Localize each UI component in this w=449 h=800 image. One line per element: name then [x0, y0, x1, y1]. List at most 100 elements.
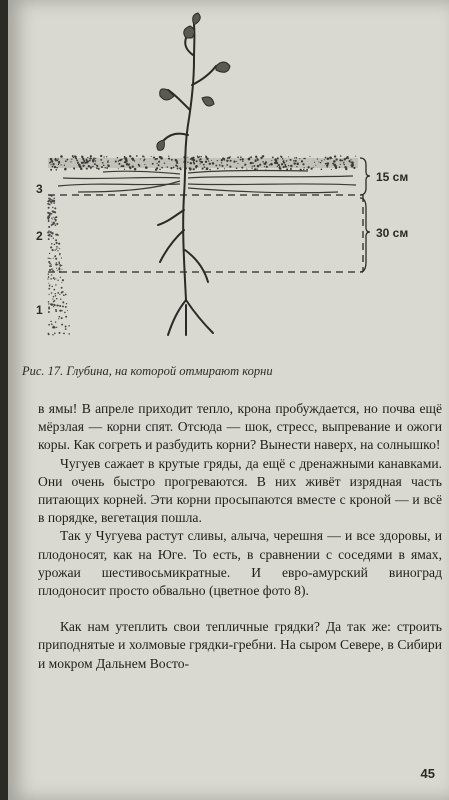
soil-speck	[121, 158, 123, 161]
soil-speck	[201, 161, 204, 164]
stipple-dot	[48, 285, 51, 287]
stipple-dot	[49, 262, 51, 265]
soil-speck	[198, 159, 201, 161]
stipple-dot	[60, 317, 63, 320]
stipple-dot	[52, 269, 54, 272]
soil-speck	[49, 157, 53, 161]
soil-speck	[339, 155, 342, 157]
soil-speck	[131, 165, 134, 168]
stipple-dot	[54, 224, 57, 227]
soil-speck	[333, 160, 336, 163]
soil-speck	[263, 166, 266, 168]
soil-speck	[324, 162, 327, 165]
soil-speck	[229, 156, 231, 158]
soil-speck	[89, 157, 92, 160]
soil-speck	[309, 155, 311, 157]
stipple-dot	[59, 309, 62, 312]
soil-speck	[251, 167, 253, 169]
soil-speck	[84, 161, 87, 164]
soil-speck	[88, 159, 91, 162]
soil-speck	[221, 164, 224, 167]
stipple-dot	[48, 307, 51, 310]
stipple-dot	[51, 232, 54, 234]
soil-speck	[167, 157, 171, 160]
soil-speck	[55, 169, 58, 171]
body-text: в ямы! В апреле приходит тепло, крона пр…	[38, 400, 442, 673]
soil-speck	[79, 165, 82, 169]
soil-speck	[288, 165, 290, 167]
soil-speck	[129, 167, 132, 170]
stipple-dot	[48, 260, 51, 264]
stipple-dot	[61, 279, 64, 282]
stipple-dot	[66, 309, 69, 312]
soil-speck	[123, 157, 125, 159]
leaves	[156, 12, 231, 151]
soil-speck	[175, 160, 178, 163]
soil-speck	[350, 159, 352, 161]
soil-speck	[128, 165, 130, 167]
soil-speck	[81, 155, 84, 159]
stipple-dot	[47, 273, 50, 276]
soil-speck	[118, 159, 120, 162]
stipple-dot	[59, 298, 62, 300]
paragraph: Так у Чугуева растут сливы, алыча, череш…	[38, 528, 442, 599]
soil-speck	[51, 165, 54, 168]
soil-speck	[92, 165, 94, 168]
stipple-dot	[47, 220, 50, 223]
soil-speck	[90, 167, 92, 170]
stipple-dot	[64, 293, 67, 296]
stipple-dot	[57, 247, 59, 249]
soil-speck	[284, 164, 286, 166]
stipple-dot	[50, 246, 53, 249]
soil-speck	[64, 160, 67, 163]
soil-speckles	[49, 154, 357, 171]
soil-speck	[119, 159, 121, 162]
stipple-dot	[54, 295, 57, 297]
soil-speck	[106, 156, 108, 158]
stipple-dot	[47, 202, 50, 205]
soil-speck	[300, 160, 304, 163]
soil-speck	[117, 168, 119, 170]
stipple-dot	[51, 221, 53, 223]
stipple-dot	[59, 276, 61, 278]
stipple-dot	[65, 303, 68, 305]
soil-speck	[347, 157, 349, 160]
soil-speck	[56, 159, 59, 162]
soil-speck	[205, 167, 209, 170]
soil-speck	[187, 161, 189, 163]
soil-speck	[103, 156, 105, 158]
soil-speck	[256, 168, 258, 170]
stipple-dot	[47, 332, 49, 334]
soil-speck	[207, 160, 210, 162]
soil-speck	[326, 166, 328, 168]
soil-speck	[205, 169, 207, 171]
soil-speck	[57, 158, 59, 160]
soil-speck	[86, 160, 90, 163]
stipple-dot	[55, 248, 58, 250]
soil-speck	[270, 162, 273, 166]
soil-speck	[355, 155, 357, 157]
deep-soil-stipple	[47, 194, 71, 336]
soil-speck	[96, 164, 98, 167]
soil-speck	[306, 168, 308, 171]
stipple-dot	[59, 254, 61, 256]
stipple-dot	[64, 325, 67, 328]
soil-speck	[49, 161, 52, 163]
stipple-dot	[61, 268, 63, 270]
soil-speck	[303, 157, 305, 160]
soil-speck	[276, 157, 279, 160]
stipple-dot	[68, 333, 71, 335]
stipple-dot	[50, 323, 53, 326]
soil-speck	[330, 168, 332, 170]
soil-speck	[237, 156, 239, 158]
soil-speck	[304, 157, 306, 160]
soil-speck	[66, 158, 69, 161]
soil-speck	[274, 161, 277, 165]
soil-speck	[156, 157, 158, 160]
soil-speck	[50, 164, 52, 166]
soil-speck	[80, 161, 84, 165]
soil-speck	[117, 160, 119, 163]
topsoil-band	[48, 158, 358, 168]
soil-speck	[334, 165, 337, 168]
soil-speck	[189, 167, 192, 171]
